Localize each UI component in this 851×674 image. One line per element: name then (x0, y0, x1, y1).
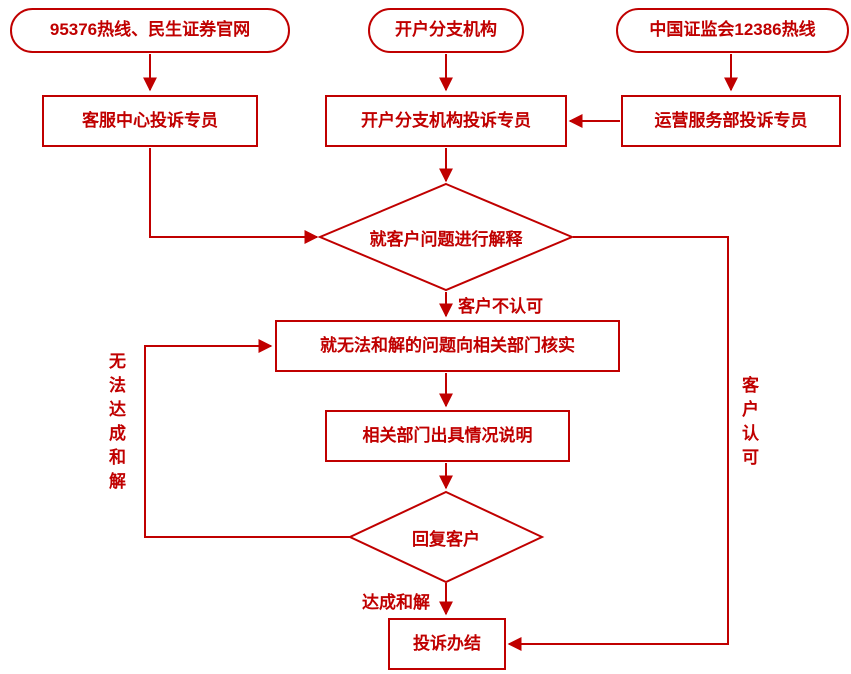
node-branch-specialist-label: 开户分支机构投诉专员 (361, 110, 531, 130)
node-statement-label: 相关部门出具情况说明 (362, 425, 533, 445)
node-cs-specialist-label: 客服中心投诉专员 (82, 110, 218, 130)
edge-label-accept: 客户认可 (739, 376, 758, 472)
node-close-label: 投诉办结 (413, 633, 481, 653)
node-branch-label: 开户分支机构 (395, 20, 497, 40)
decision-reply-text: 回复客户 (412, 529, 480, 549)
node-branch-source: 开户分支机构 (368, 8, 524, 53)
edge-label-no-settle: 无法达成和解 (106, 352, 125, 496)
node-csrc-label: 中国证监会12386热线 (649, 20, 816, 40)
decision-explain-text: 就客户问题进行解释 (369, 229, 523, 249)
edge-label-settle: 达成和解 (362, 593, 430, 612)
node-branch-specialist: 开户分支机构投诉专员 (325, 95, 567, 147)
node-cs-specialist: 客服中心投诉专员 (42, 95, 258, 147)
connector-cs-to-explain (149, 148, 319, 244)
node-ops-specialist-label: 运营服务部投诉专员 (654, 110, 808, 130)
decision-explain-label: 就客户问题进行解释 (336, 221, 556, 253)
node-hotline-source: 95376热线、民生证券官网 (10, 8, 290, 53)
node-hotline-label: 95376热线、民生证券官网 (49, 20, 251, 40)
decision-explain-shape (317, 182, 575, 292)
node-ops-specialist: 运营服务部投诉专员 (621, 95, 841, 147)
node-close: 投诉办结 (388, 618, 506, 670)
edge-label-not-accept: 客户不认可 (458, 297, 543, 316)
connector-explain-to-close (507, 236, 729, 651)
node-csrc-source: 中国证监会12386热线 (616, 8, 849, 53)
node-statement: 相关部门出具情况说明 (325, 410, 570, 462)
decision-reply-label: 回复客户 (386, 521, 506, 553)
node-verify: 就无法和解的问题向相关部门核实 (275, 320, 620, 372)
node-verify-label: 就无法和解的问题向相关部门核实 (320, 335, 575, 355)
connector-reply-loop-to-verify (144, 339, 351, 538)
decision-reply-shape (347, 490, 545, 584)
